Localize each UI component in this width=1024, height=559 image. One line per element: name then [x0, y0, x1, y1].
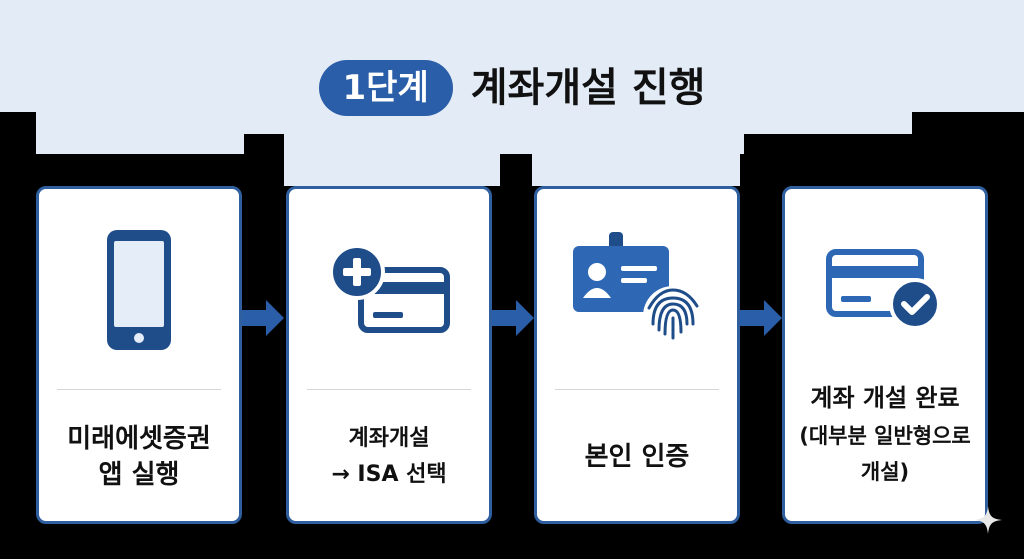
arrow-right-icon	[492, 300, 534, 336]
add-card-icon	[289, 225, 489, 355]
card-divider	[57, 389, 221, 390]
step-label-line: 앱 실행	[98, 460, 180, 490]
step-card-2: 계좌개설 → ISA 선택	[286, 186, 492, 524]
background-segment	[36, 134, 244, 154]
step-card-3: 본인 인증	[534, 186, 740, 524]
step-label-line: 개설)	[860, 460, 910, 484]
header: 1단계 계좌개설 진행	[0, 56, 1024, 120]
background-top	[0, 0, 1024, 112]
arrow-right-icon	[740, 300, 782, 336]
step-label: 계좌 개설 완료 (대부분 일반형으로 개설)	[785, 359, 985, 509]
step-label-line: (대부분 일반형으로	[799, 424, 971, 448]
card-divider	[307, 389, 471, 390]
step-badge: 1단계	[318, 60, 453, 116]
page-title: 계좌개설 진행	[470, 65, 706, 111]
step-label: 본인 인증	[537, 389, 737, 525]
step-label-line: → ISA 선택	[331, 462, 447, 487]
step-card-4: 계좌 개설 완료 (대부분 일반형으로 개설)	[782, 186, 988, 524]
background-segment	[532, 154, 740, 186]
card-check-icon	[785, 237, 985, 337]
sparkle-icon	[974, 506, 1002, 534]
background-segment	[284, 154, 500, 186]
card-divider	[555, 389, 719, 390]
id-fingerprint-icon	[537, 225, 737, 355]
step-label-line: 미래에셋증권	[67, 424, 211, 454]
step-card-1: 미래에셋증권 앱 실행	[36, 186, 242, 524]
step-label: 미래에셋증권 앱 실행	[39, 389, 239, 525]
step-label: 계좌개설 → ISA 선택	[289, 389, 489, 525]
background-segment	[284, 134, 744, 154]
step-label-line: 계좌 개설 완료	[810, 384, 960, 412]
step-label-line: 계좌개설	[348, 426, 430, 451]
arrow-right-icon	[242, 300, 284, 336]
step-label-line: 본인 인증	[584, 442, 690, 472]
smartphone-icon	[39, 225, 239, 355]
background-band	[36, 112, 912, 134]
